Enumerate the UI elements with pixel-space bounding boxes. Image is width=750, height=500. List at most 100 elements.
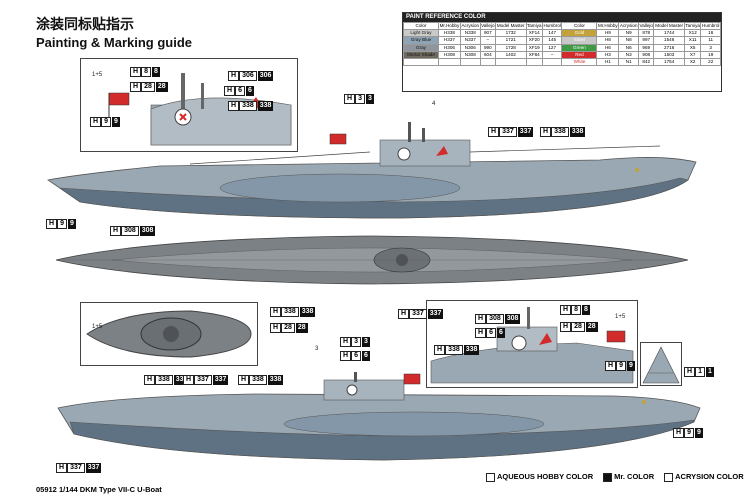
reference-column-header: Acrysion [459, 21, 481, 31]
callout-c22-code: 28 [571, 322, 585, 332]
reference-cell: 1744 [653, 29, 685, 38]
callout-c9-h: H [540, 127, 552, 137]
callout-c25-code: 9 [616, 361, 626, 371]
reference-column-header: Vallejo [638, 21, 655, 31]
inset-bridge-top [80, 302, 258, 366]
callout-c12-mark: 337 [427, 309, 444, 319]
legend-hobby-label: AQUEOUS HOBBY COLOR [497, 472, 594, 481]
reference-cell: White [561, 57, 598, 67]
callout-c8-code: 337 [499, 127, 517, 137]
label-part-4: 4 [432, 101, 436, 107]
reference-cell: H3 [596, 50, 620, 59]
reference-cell: 1721 [494, 36, 527, 45]
reference-cell: 11 [700, 36, 721, 45]
callout-c19-mark: 338 [267, 375, 284, 385]
legend-acry-label: ACRYSION COLOR [675, 472, 744, 481]
reference-column-header: Tamiya [683, 21, 702, 31]
callout-c9-code: 338 [551, 127, 569, 137]
reference-cell: – [541, 50, 563, 59]
inset-conning-tower-drawing [108, 73, 292, 146]
callout-c5-mark: 338 [257, 101, 274, 111]
callout-c18-code: 337 [194, 375, 212, 385]
reference-cell: H8 [596, 36, 620, 45]
reference-column-header: Mr.Hobby [596, 21, 620, 31]
callout-c12-code: 337 [409, 309, 427, 319]
reference-cell: N1 [618, 57, 640, 67]
reference-cell: 1754 [653, 57, 685, 67]
reference-cell: 16 [700, 29, 721, 38]
reference-cell [403, 57, 439, 67]
reference-cell: N338 [459, 29, 481, 38]
color-legend: AQUEOUS HOBBY COLOR Mr. COLOR ACRYSION C… [486, 472, 744, 482]
legend-mr-square [603, 472, 613, 482]
callout-c19-code: 338 [249, 375, 267, 385]
callout-c25-h: H [605, 361, 617, 371]
reference-cell: 908 [638, 50, 655, 59]
callout-c4-mark: 6 [245, 86, 254, 96]
callout-c1-h: H [130, 67, 142, 77]
reference-cell: 907 [479, 29, 496, 38]
callout-c21-code: 8 [571, 305, 581, 315]
top-view [55, 235, 689, 285]
callout-c3-mark: 28 [155, 82, 168, 92]
callout-c23-code: 6 [486, 328, 496, 338]
side-profile-lower [57, 372, 701, 461]
callout-c19-h: H [238, 375, 250, 385]
reference-cell: N6 [618, 43, 640, 52]
reference-cell: 842 [638, 57, 655, 67]
reference-cell: H338 [438, 29, 461, 38]
reference-cell: H337 [438, 36, 461, 45]
callout-c13-code: 338 [281, 307, 299, 317]
reference-cell: N308 [459, 50, 481, 59]
reference-cell: – [479, 36, 496, 45]
callout-c11-h: H [110, 226, 122, 236]
callout-c14-h: H [270, 323, 282, 333]
inset-starboard-tower [426, 300, 638, 388]
callout-c15-h: H [340, 337, 352, 347]
reference-cell: 19 [700, 50, 721, 59]
legend-hobby: AQUEOUS HOBBY COLOR [486, 472, 593, 482]
callout-c7-h: H [344, 94, 356, 104]
callout-c17-mark: 338 [173, 375, 190, 385]
reference-cell [479, 57, 496, 67]
callout-c10-code: 9 [57, 219, 67, 229]
callout-c14-code: 28 [281, 323, 295, 333]
callout-c10-mark: 9 [67, 219, 76, 229]
callout-c6-h: H [90, 117, 102, 127]
reference-cell: 1732 [494, 29, 527, 38]
inset-bow-detail [640, 342, 682, 386]
reference-cell: Mortar Shade [403, 50, 439, 59]
reference-cell: H6 [596, 43, 620, 52]
reference-column-header: Mr.Hobby [438, 21, 461, 31]
legend-hobby-square [486, 472, 495, 482]
reference-cell: Light Gray [403, 29, 439, 38]
callout-c28-code: 337 [67, 463, 85, 473]
callout-c21-mark: 8 [581, 305, 590, 315]
callout-c23-h: H [475, 328, 487, 338]
callout-c27-h: H [673, 428, 685, 438]
legend-acry: ACRYSION COLOR [664, 472, 744, 482]
callout-c7-mark: 3 [365, 94, 374, 104]
callout-c23-mark: 6 [496, 328, 505, 338]
callout-c6-mark: 9 [111, 117, 120, 127]
title-chinese: 涂装同标贴指示 [36, 17, 134, 33]
reference-cell: XF84 [525, 50, 543, 59]
callout-c20-code: 308 [486, 314, 504, 324]
callout-c27-code: 9 [684, 428, 694, 438]
reference-cell: Red [561, 50, 598, 59]
